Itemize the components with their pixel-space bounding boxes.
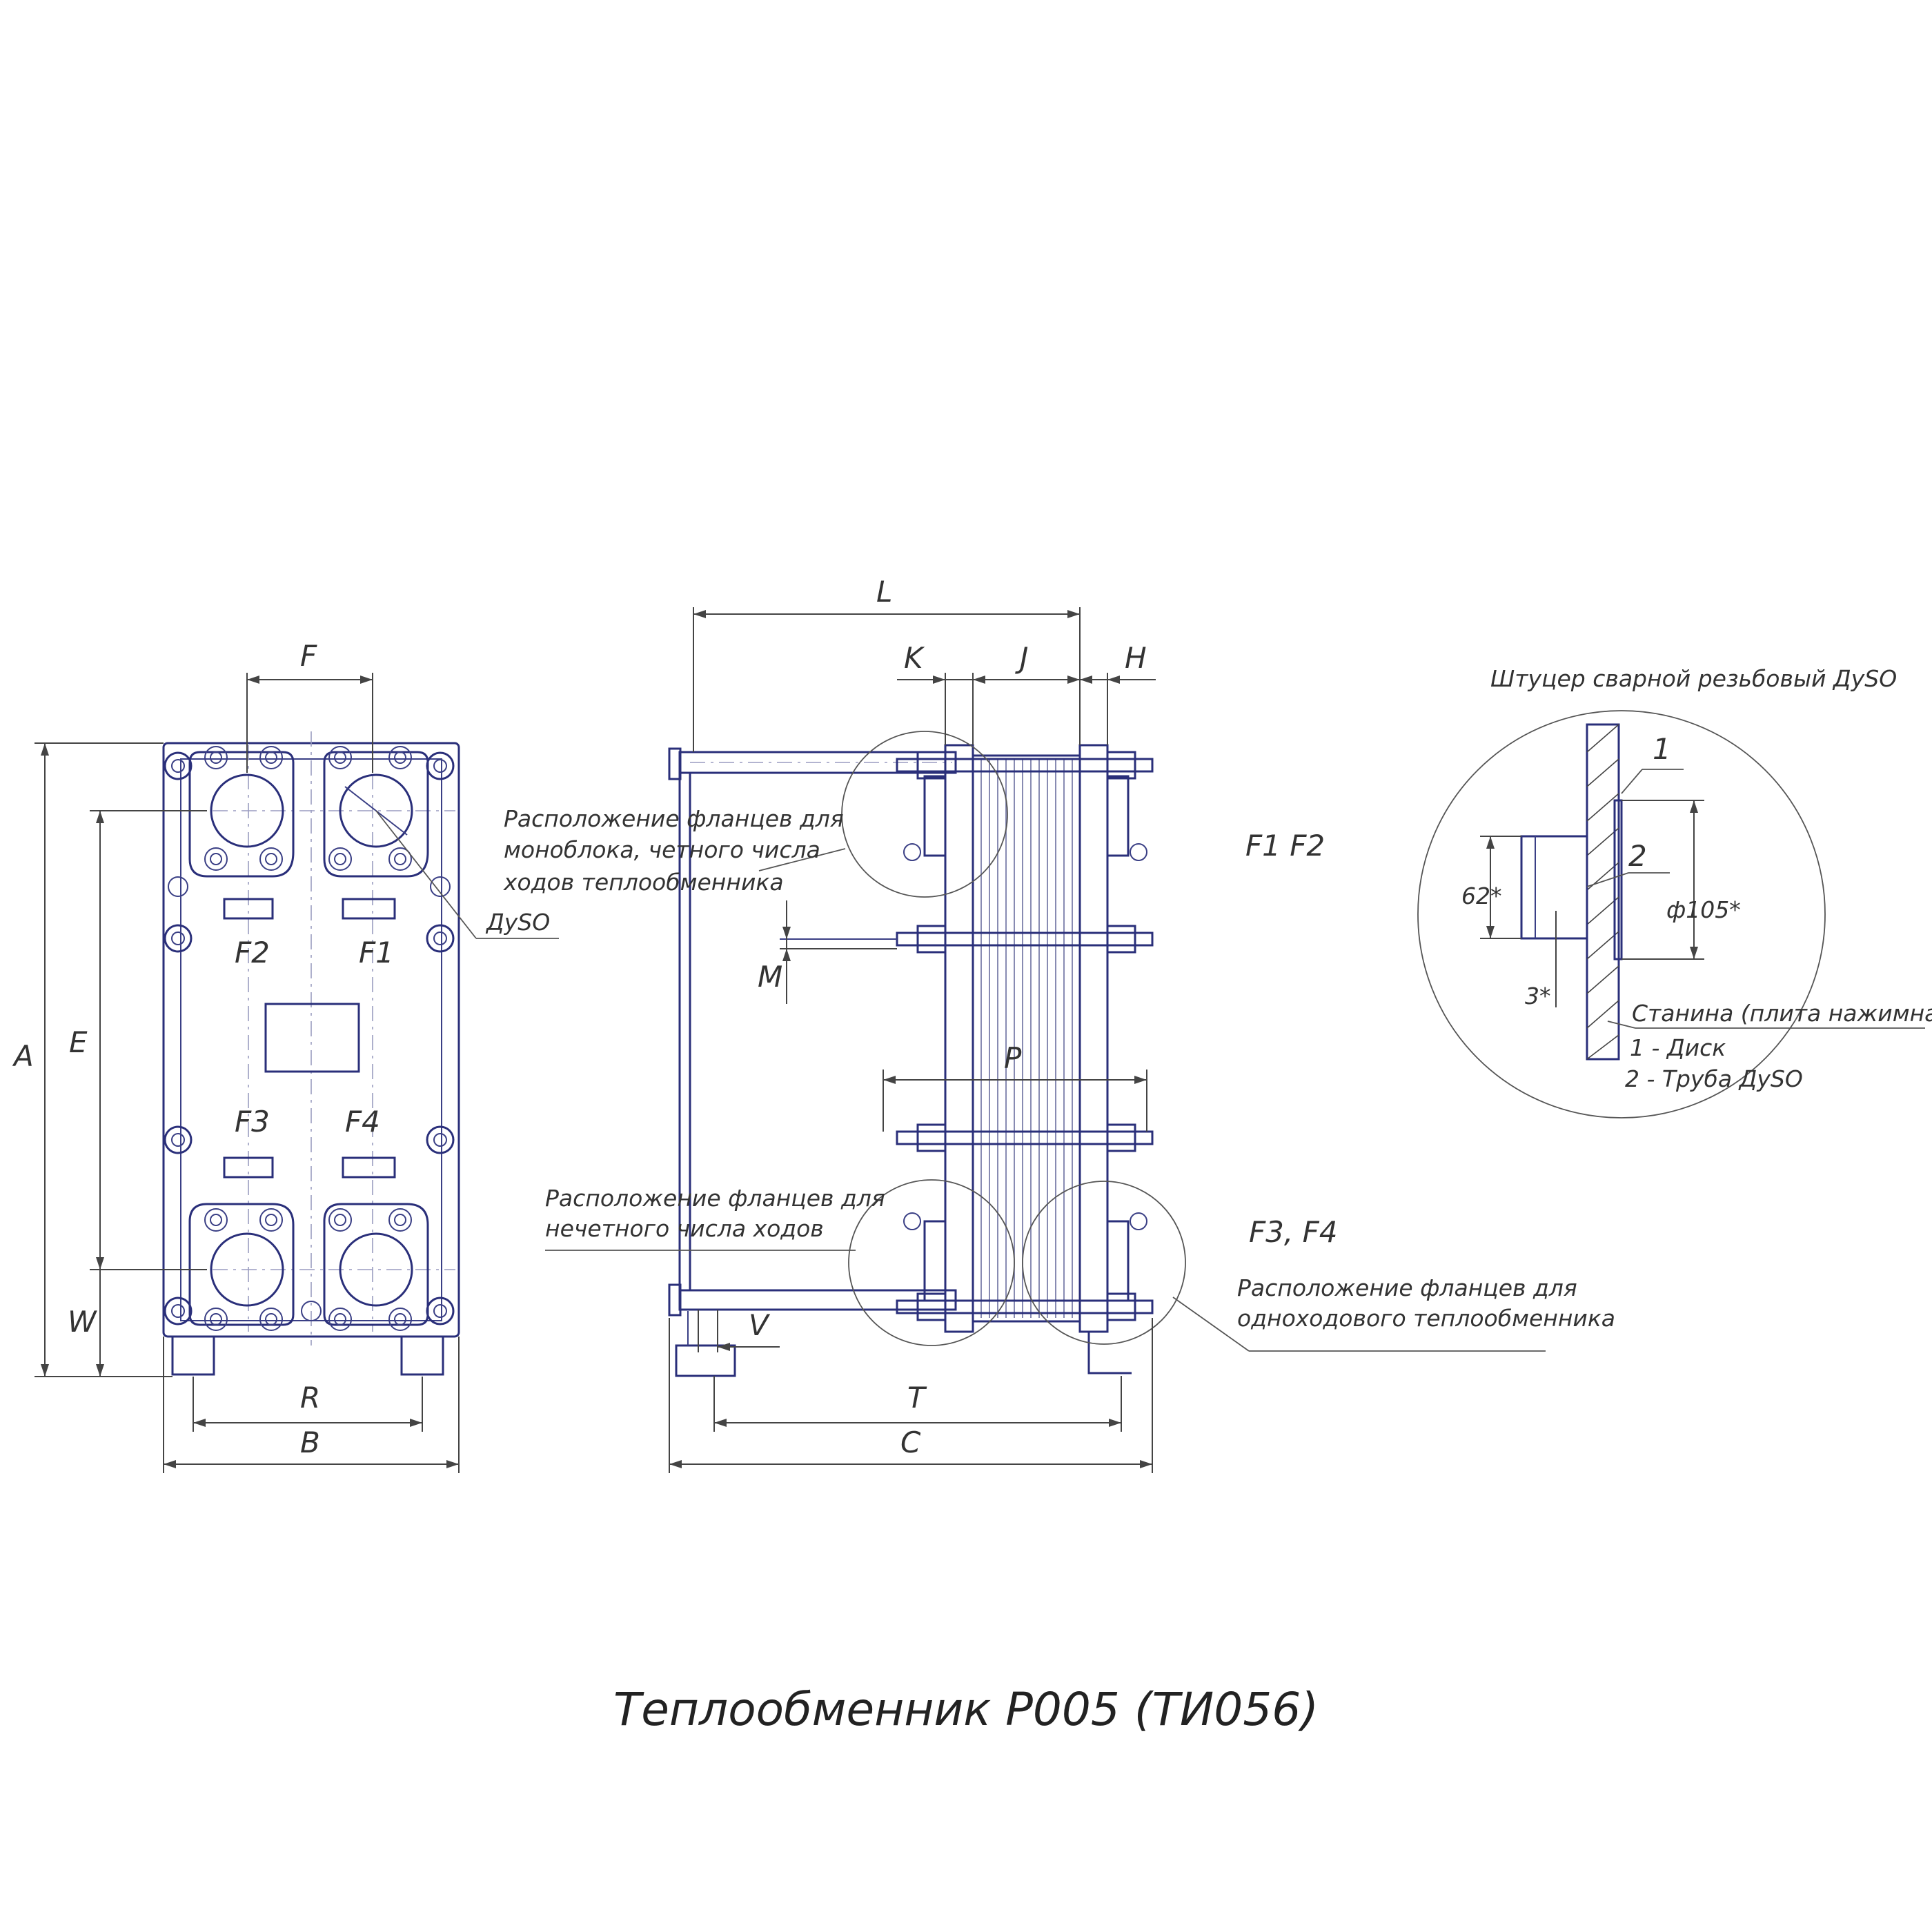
note-single-line2: одноходового теплообменника (1237, 1305, 1615, 1332)
front-view: F2 F1 F3 F4 ДуSO F A E W (12, 639, 559, 1473)
port-label-f1: F1 (359, 936, 394, 969)
dim-w: W (68, 1305, 97, 1339)
dim-h: H (1125, 641, 1147, 675)
detail-circle (1417, 710, 1826, 1118)
note-odd-line1: Расположение фланцев для (545, 1185, 885, 1212)
note-mono-line2: моноблока, четного числа (504, 836, 820, 863)
detail-caption: Штуцер сварной резьбовый ДуSO (1490, 665, 1897, 692)
dim-c: C (900, 1426, 921, 1459)
dim-m: M (758, 960, 782, 994)
note-single-line1: Расположение фланцев для (1237, 1274, 1577, 1301)
dim-f: F (300, 639, 317, 673)
detail-dim-3: 3* (1525, 983, 1551, 1009)
detail-view: Штуцер сварной резьбовый ДуSO 62* ф105 (1417, 665, 1932, 1118)
dim-a: A (12, 1039, 34, 1073)
detail-legend-2: 2 - Труба ДуSO (1625, 1065, 1803, 1092)
detail-circle-single (1022, 1181, 1186, 1345)
dn-label: ДуSO (485, 909, 550, 936)
detail-dim-105: ф105* (1666, 896, 1741, 923)
side-view: Расположение фланцев для моноблока, четн… (503, 575, 1615, 1473)
note-odd-line2: нечетного числа ходов (545, 1215, 824, 1242)
detail-callout-1: 1 (1653, 732, 1671, 766)
port-label-f3: F3 (235, 1105, 270, 1138)
dim-k: K (904, 641, 925, 675)
drawing-title: Теплообменник Р005 (ТИ056) (613, 1683, 1319, 1736)
detail-callout-2: 2 (1628, 839, 1647, 873)
frame-bolts (164, 751, 455, 1325)
flange-top-left (188, 746, 295, 878)
port-pair-top: F1 F2 (1245, 829, 1325, 862)
detail-circle-mono (841, 731, 1008, 898)
dim-l: L (876, 575, 892, 609)
dim-r: R (300, 1381, 320, 1414)
dim-j: J (1015, 641, 1028, 675)
detail-legend-1: 1 - Диск (1630, 1034, 1726, 1061)
plate-pack (972, 754, 1081, 1323)
dim-t: T (907, 1381, 927, 1414)
port-label-f2: F2 (235, 936, 270, 969)
port-pair-bottom: F3, F4 (1249, 1215, 1337, 1249)
dim-p: P (1004, 1041, 1022, 1075)
note-mono-line1: Расположение фланцев для (504, 805, 844, 832)
detail-frame-note: Станина (плита нажимная) (1632, 1000, 1932, 1027)
flange-bottom-right (323, 1203, 429, 1331)
note-mono-line3: ходов теплообменника (503, 869, 784, 896)
dim-b: B (300, 1426, 320, 1459)
dim-e: E (69, 1025, 88, 1059)
port-label-f4: F4 (345, 1105, 380, 1138)
dim-v: V (749, 1308, 771, 1342)
tie-rods (896, 751, 1154, 1321)
flange-bottom-left (188, 1203, 295, 1331)
detail-circle-odd (848, 1179, 1015, 1346)
detail-dim-62: 62* (1461, 883, 1502, 909)
